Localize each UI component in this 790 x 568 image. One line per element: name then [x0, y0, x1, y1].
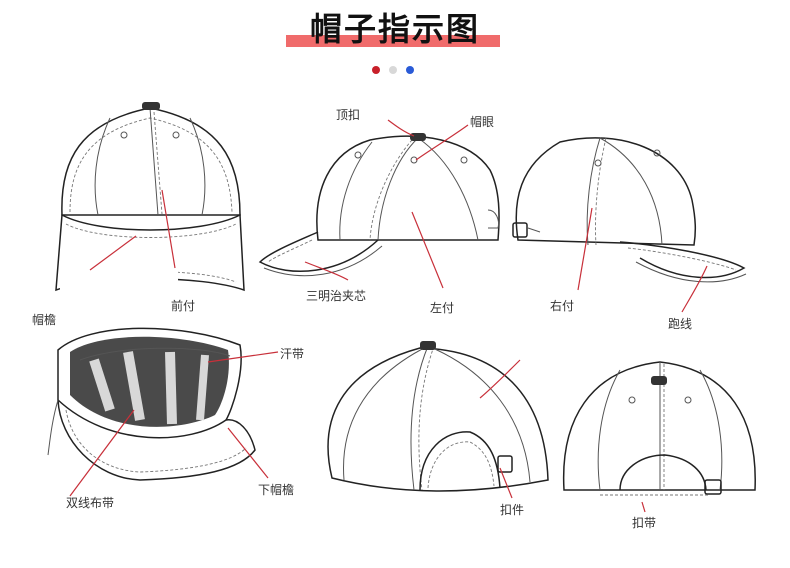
cap-back-view — [327, 341, 549, 492]
label-qian-fu: 前付 — [171, 298, 195, 313]
cap-front-view — [55, 102, 245, 302]
carousel-dots — [370, 66, 420, 76]
cap-left-view — [258, 133, 500, 277]
label-pao-xian: 跑线 — [668, 317, 692, 331]
label-xia-mao-yan: 下帽檐 — [258, 482, 294, 497]
label-ding-kou: 顶扣 — [336, 108, 360, 122]
pointer-lines — [69, 119, 708, 513]
cap-right-view — [512, 137, 747, 283]
label-zuo-fu: 左付 — [430, 300, 454, 315]
title-area: 帽子指示图 — [0, 0, 790, 60]
label-shuang-xian: 双线布带 — [66, 496, 114, 510]
label-you-fu: 右付 — [550, 298, 574, 313]
dot-1 — [372, 66, 380, 74]
label-mao-yan: 帽眼 — [470, 114, 494, 129]
dot-2 — [389, 66, 397, 74]
title-underline-bar — [286, 35, 500, 47]
cap-underside-view — [47, 327, 256, 481]
dot-3 — [406, 66, 414, 74]
label-sanmingzhi: 三明治夹芯 — [306, 289, 366, 303]
label-mao-yan-brim: 帽檐 — [32, 312, 56, 327]
cap-rear-view — [562, 361, 756, 496]
label-kou-jian: 扣件 — [500, 503, 524, 517]
label-kou-dai: 扣带 — [632, 516, 656, 530]
label-han-dai: 汗带 — [280, 347, 304, 361]
part-labels: 顶扣 帽眼 三明治夹芯 左付 右付 跑线 帽檐 前付 汗带 双线布带 下帽檐 扣… — [32, 108, 692, 530]
page-title: 帽子指示图 — [309, 10, 480, 48]
